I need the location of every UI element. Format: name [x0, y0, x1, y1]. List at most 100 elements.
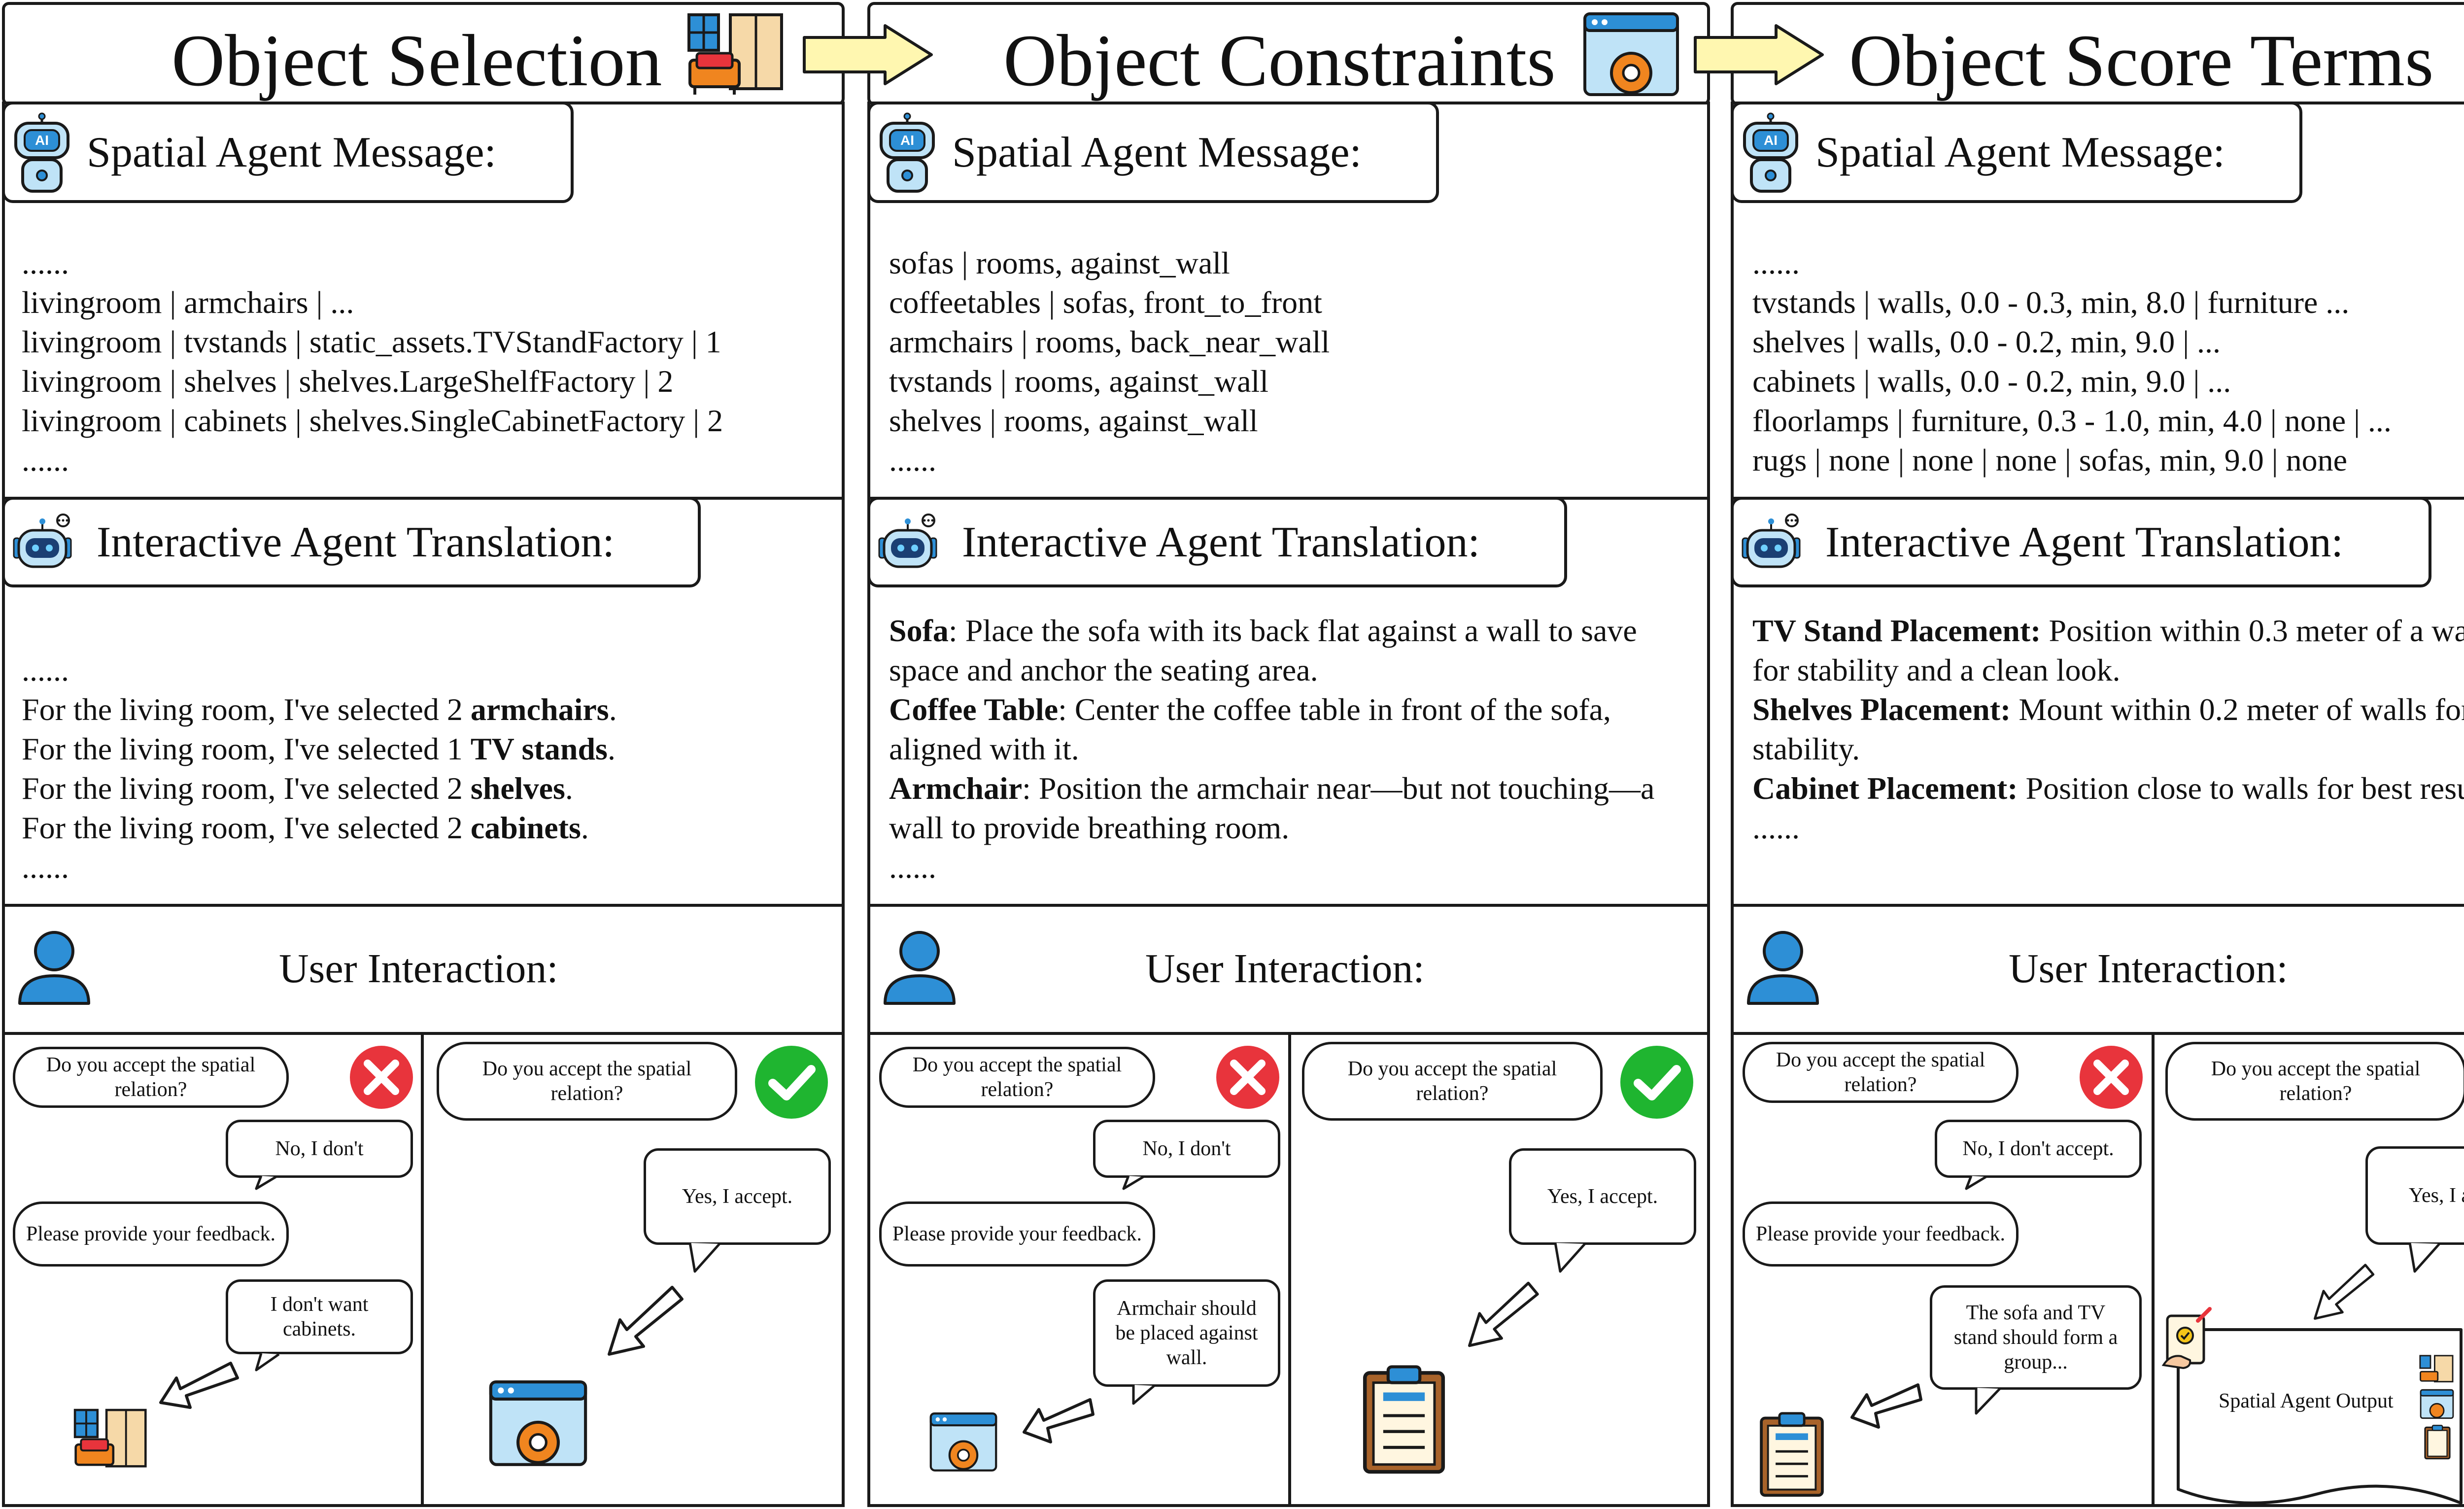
- feedback-answer-bubble: Armchair should be placed against wall.: [1093, 1279, 1280, 1387]
- translation-line: For the living room, I've selected 2 cab…: [22, 810, 589, 845]
- clipboard-icon: [1363, 1365, 1445, 1474]
- translation-line: For the living room, I've selected 2 arm…: [22, 692, 617, 727]
- translation-paragraph: TV Stand Placement: Position within 0.3 …: [1752, 613, 2464, 687]
- col3-spatial-tab: Spatial Agent Message:: [1731, 102, 2302, 203]
- answer-bubble: Yes, I accept.: [1509, 1148, 1696, 1245]
- spatial-line: ......: [889, 443, 936, 478]
- ai-robot-icon: AI: [1743, 112, 1798, 193]
- clipboard-icon: [1760, 1412, 1824, 1497]
- user-icon: [884, 931, 956, 1005]
- hollow-arrow-icon: [1850, 1383, 1922, 1429]
- translation-line: For the living room, I've selected 2 she…: [22, 771, 573, 806]
- chat-robot-icon: [1742, 514, 1801, 568]
- svg-text:AI: AI: [900, 133, 914, 148]
- spatial-line: livingroom | cabinets | shelves.SingleCa…: [22, 403, 723, 438]
- furniture-icon: [2419, 1355, 2454, 1383]
- feedback-answer-bubble: I don't want cabinets.: [226, 1279, 413, 1354]
- translation-paragraph: ......: [1752, 810, 1800, 845]
- spatial-line: rugs | none | none | none | sofas, min, …: [1752, 443, 2347, 478]
- flow-arrow-2: [1694, 24, 1824, 85]
- user-icon: [18, 931, 90, 1005]
- col1-interactive-tab: Interactive Agent Translation:: [2, 497, 701, 587]
- spatial-agent-output-label: Spatial Agent Output: [2219, 1390, 2394, 1412]
- col3-user-heading: User Interaction:: [2009, 946, 2288, 992]
- hollow-arrow-icon: [1023, 1398, 1095, 1443]
- hollow-arrow-icon: [608, 1286, 684, 1356]
- settings-window-icon: [929, 1412, 997, 1472]
- col2-user-heading: User Interaction:: [1145, 946, 1425, 992]
- reject-x-icon: [350, 1046, 413, 1109]
- col3-spatial-heading: Spatial Agent Message:: [1815, 129, 2225, 176]
- col1-user-heading: User Interaction:: [279, 946, 558, 992]
- answer-bubble: No, I don't: [226, 1120, 413, 1178]
- translation-paragraph: ......: [889, 850, 936, 885]
- spatial-line: sofas | rooms, against_wall: [889, 245, 1230, 280]
- col2-spatial-lines: sofas | rooms, against_wall coffeetables…: [889, 243, 1330, 480]
- accept-check-icon: [1620, 1046, 1693, 1119]
- spatial-line: livingroom | tvstands | static_assets.TV…: [22, 324, 721, 359]
- chat-robot-icon: [878, 514, 937, 568]
- output-document-shape: [2177, 1328, 2463, 1505]
- question-bubble: Do you accept the spatial relation?: [879, 1047, 1155, 1108]
- col2-title: Object Constraints: [1003, 20, 1556, 102]
- col2-spatial-heading: Spatial Agent Message:: [952, 129, 1362, 176]
- ai-robot-icon: AI: [880, 112, 935, 193]
- spatial-line: shelves | rooms, against_wall: [889, 403, 1258, 438]
- col3-title: Object Score Terms: [1849, 20, 2434, 102]
- spatial-line: tvstands | rooms, against_wall: [889, 364, 1269, 399]
- spatial-line: ......: [22, 443, 69, 478]
- col1-spatial-heading: Spatial Agent Message:: [87, 129, 496, 176]
- answer-bubble: No, I don't: [1093, 1120, 1280, 1178]
- ai-robot-icon: AI: [14, 112, 69, 193]
- col3-interactive-tab: Interactive Agent Translation:: [1731, 497, 2431, 587]
- col1-reject-panel: [2, 1032, 424, 1507]
- col1-title: Object Selection: [171, 20, 662, 102]
- spatial-line: ......: [22, 245, 69, 280]
- clipboard-icon: [2424, 1425, 2451, 1460]
- translation-paragraph: Shelves Placement: Mount within 0.2 mete…: [1752, 692, 2464, 766]
- translation-line: ......: [22, 652, 69, 687]
- svg-text:AI: AI: [35, 133, 49, 148]
- question-bubble: Do you accept the spatial relation?: [1743, 1042, 2019, 1103]
- col3-spatial-lines: ...... tvstands | walls, 0.0 - 0.3, min,…: [1752, 243, 2392, 480]
- settings-window-icon: [2420, 1389, 2454, 1419]
- col3-interactive-heading: Interactive Agent Translation:: [1825, 518, 2343, 566]
- furniture-icon: [687, 13, 783, 95]
- spatial-line: armchairs | rooms, back_near_wall: [889, 324, 1330, 359]
- spatial-line: livingroom | shelves | shelves.LargeShel…: [22, 364, 674, 399]
- translation-paragraph: Armchair: Position the armchair near—but…: [889, 771, 1655, 845]
- reject-x-icon: [2080, 1046, 2143, 1109]
- translation-paragraph: Sofa: Place the sofa with its back flat …: [889, 613, 1637, 687]
- hollow-arrow-icon: [1468, 1281, 1539, 1347]
- checklist-hand-icon: [2161, 1307, 2212, 1370]
- col2-user-box: [867, 904, 1710, 1035]
- spatial-line: livingroom | armchairs | ...: [22, 285, 354, 320]
- col3-interactive-text: TV Stand Placement: Position within 0.3 …: [1752, 611, 2464, 848]
- spatial-line: tvstands | walls, 0.0 - 0.3, min, 8.0 | …: [1752, 285, 2350, 320]
- translation-paragraph: Coffee Table: Center the coffee table in…: [889, 692, 1611, 766]
- spatial-line: shelves | walls, 0.0 - 0.2, min, 9.0 | .…: [1752, 324, 2221, 359]
- col3-user-box: [1731, 904, 2464, 1035]
- spatial-line: floorlamps | furniture, 0.3 - 1.0, min, …: [1752, 403, 2392, 438]
- chat-robot-icon: [13, 514, 72, 568]
- col2-interactive-heading: Interactive Agent Translation:: [962, 518, 1480, 566]
- translation-line: For the living room, I've selected 1 TV …: [22, 731, 616, 766]
- spatial-line: cabinets | walls, 0.0 - 0.2, min, 9.0 | …: [1752, 364, 2231, 399]
- feedback-request-bubble: Please provide your feedback.: [1743, 1201, 2019, 1267]
- hollow-arrow-icon: [2314, 1264, 2375, 1320]
- feedback-request-bubble: Please provide your feedback.: [879, 1201, 1155, 1267]
- col1-user-box: [2, 904, 845, 1035]
- spatial-line: coffeetables | sofas, front_to_front: [889, 285, 1322, 320]
- col1-interactive-lines: ...... For the living room, I've selecte…: [22, 651, 617, 887]
- col2-spatial-tab: Spatial Agent Message:: [867, 102, 1439, 203]
- feedback-answer-bubble: The sofa and TV stand should form a grou…: [1930, 1285, 2142, 1390]
- question-bubble: Do you accept the spatial relation?: [1302, 1042, 1603, 1121]
- question-bubble: Do you accept the spatial relation?: [437, 1042, 737, 1121]
- furniture-icon: [73, 1408, 147, 1468]
- accept-check-icon: [755, 1046, 828, 1119]
- svg-text:AI: AI: [1764, 133, 1778, 148]
- spatial-line: ......: [1752, 245, 1800, 280]
- answer-bubble: Yes, I accept.: [644, 1148, 831, 1245]
- settings-window-icon: [489, 1380, 587, 1466]
